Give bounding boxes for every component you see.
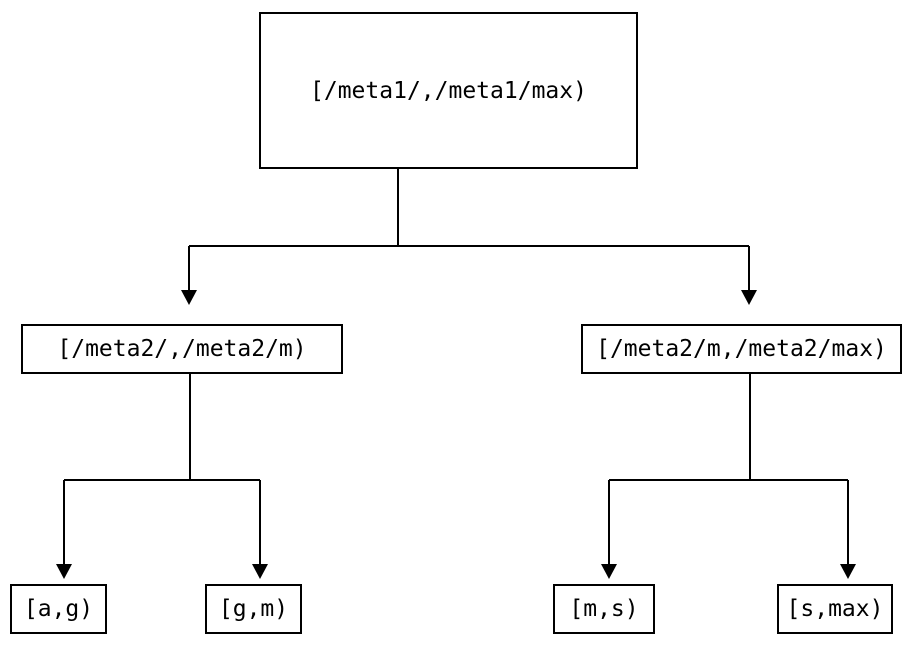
- node-leaf-g-m[interactable]: [g,m): [205, 584, 302, 634]
- node-leaf-m-s[interactable]: [m,s): [553, 584, 655, 634]
- arrowhead-to-g-m: [252, 564, 268, 579]
- arrowhead-to-m-s: [601, 564, 617, 579]
- arrowhead-to-mid-left: [181, 290, 197, 305]
- arrowhead-to-a-g: [56, 564, 72, 579]
- node-mid-right[interactable]: [/meta2/m,/meta2/max): [581, 324, 902, 374]
- node-leaf-s-max[interactable]: [s,max): [777, 584, 893, 634]
- node-root[interactable]: [/meta1/,/meta1/max): [259, 12, 638, 169]
- node-leaf-a-g[interactable]: [a,g): [10, 584, 107, 634]
- arrowhead-to-mid-right: [741, 290, 757, 305]
- node-mid-left[interactable]: [/meta2/,/meta2/m): [21, 324, 343, 374]
- arrowhead-to-s-max: [840, 564, 856, 579]
